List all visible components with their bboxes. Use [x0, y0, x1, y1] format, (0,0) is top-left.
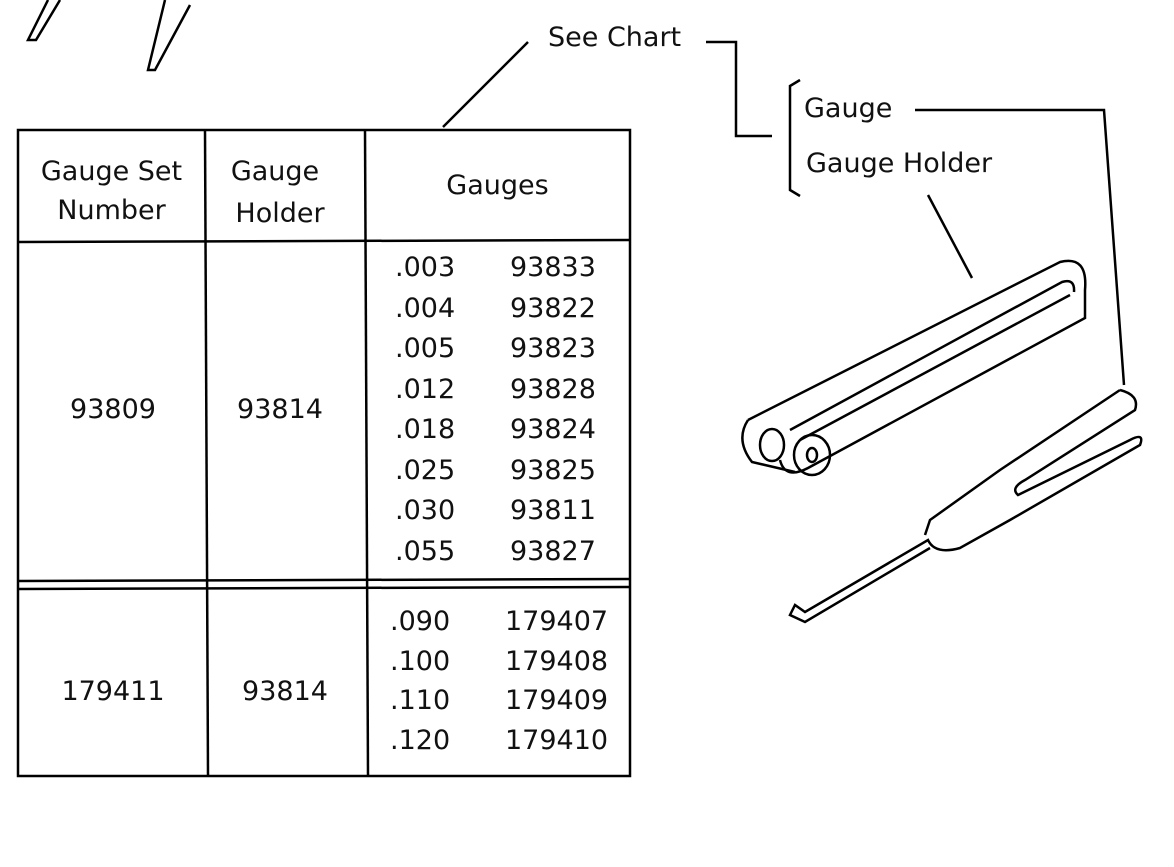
see-chart-label: See Chart [548, 22, 682, 53]
gauge-holder-label: Gauge Holder [806, 148, 993, 179]
gauge-part-number: 179408 [505, 645, 609, 677]
header-gauge-set-line1: Gauge Set [40, 156, 183, 187]
gauge-part-number: 93828 [510, 373, 596, 405]
gauge-holder-illustration [741, 259, 1087, 477]
gauge-size: .012 [395, 373, 456, 405]
gauge-part-number: 179409 [505, 685, 609, 716]
gauge-part-number: 93823 [510, 333, 596, 364]
gauge-size: .055 [395, 535, 456, 567]
gauge-part-number: 93825 [510, 454, 596, 486]
table-lines [16, 128, 632, 778]
gauge-part-number: 93822 [510, 292, 596, 324]
header-gauges: Gauges [446, 170, 549, 201]
gauge-size: .090 [390, 606, 451, 637]
holder-leader [926, 194, 974, 279]
header-holder-line1: Gauge [230, 156, 320, 187]
tool-tip-illustration [25, 0, 62, 42]
holder-cell: 93814 [237, 394, 323, 425]
set-number-cell: 179411 [61, 676, 165, 707]
gauge-size: .003 [395, 252, 456, 283]
gauge-illustration [788, 388, 1143, 624]
bracket [788, 78, 801, 198]
gauge-size: .018 [395, 414, 456, 445]
tool-tip-illustration [146, 0, 192, 72]
gauge-size: .120 [390, 724, 451, 756]
gauge-size: .100 [390, 645, 451, 677]
gauge-part-number: 179407 [505, 606, 609, 637]
leader-line [442, 41, 529, 128]
bracket-leader [706, 40, 772, 138]
gauge-size: .004 [395, 292, 456, 324]
gauge-size: .030 [395, 495, 456, 526]
holder-cell: 93814 [242, 676, 328, 707]
gauge-part-number: 93833 [510, 252, 596, 283]
set-number-cell: 93809 [70, 394, 156, 425]
header-gauge-set-line2: Number [57, 195, 166, 226]
gauge-part-number: 179410 [505, 724, 609, 756]
gauge-part-number: 93811 [510, 495, 596, 526]
gauge-size: .025 [395, 454, 456, 486]
header-holder-line2: Holder [235, 198, 325, 229]
gauge-size: .005 [395, 333, 456, 364]
gauge-part-number: 93824 [510, 414, 596, 445]
gauge-size: .110 [390, 685, 451, 716]
gauge-part-number: 93827 [510, 535, 596, 567]
gauge-leader [915, 108, 1126, 386]
gauge-label: Gauge [804, 93, 893, 124]
